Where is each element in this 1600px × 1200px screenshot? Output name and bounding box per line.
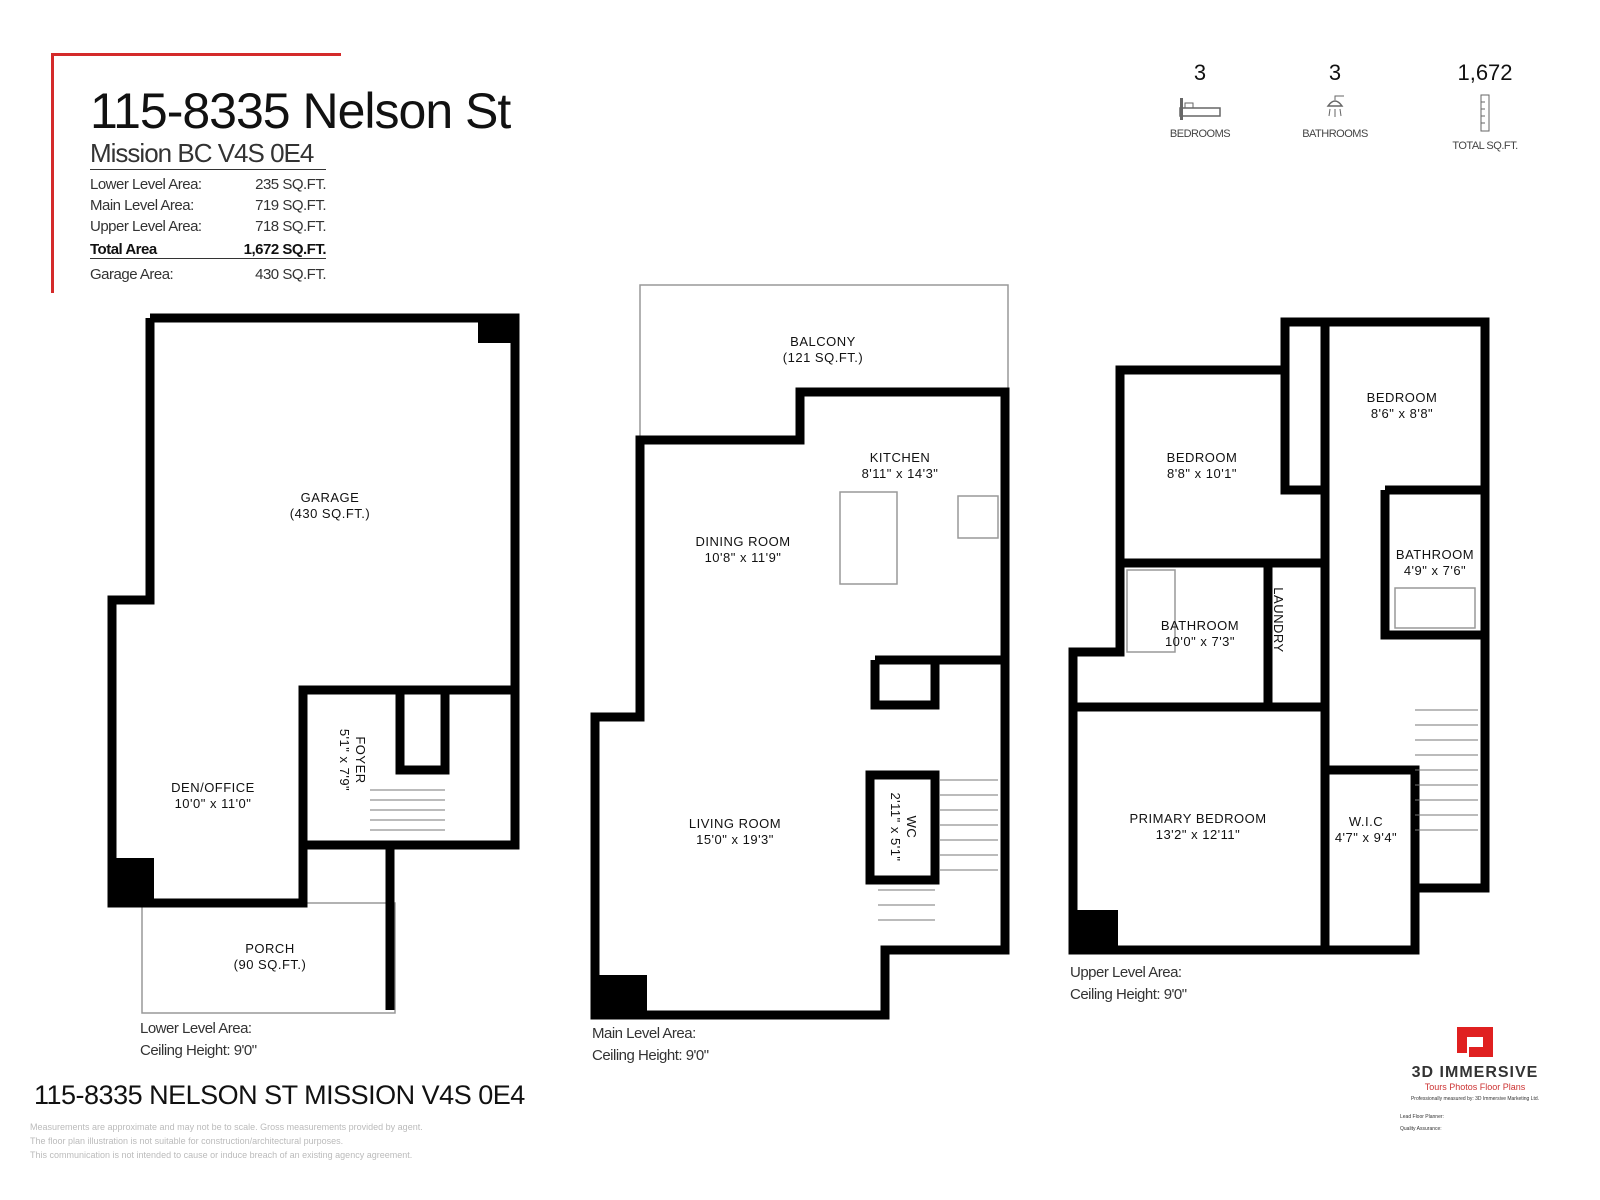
area-value: 1,672 SQ.FT. <box>243 241 327 258</box>
stat-total-sqft: 1,672 TOTAL SQ.FT. <box>1430 60 1540 152</box>
area-value: 718 SQ.FT. <box>255 218 326 235</box>
stat-bedrooms: 3 BEDROOMS <box>1145 60 1255 140</box>
accent-line <box>51 53 54 293</box>
room-label-porch: PORCH(90 SQ.FT.) <box>233 941 307 972</box>
brand-tagline: Tours Photos Floor Plans <box>1424 1082 1526 1092</box>
stat-value: 3 <box>1328 60 1342 85</box>
area-label: Total Area <box>90 241 157 258</box>
stairs <box>370 709 1478 921</box>
area-value: 719 SQ.FT. <box>255 197 326 214</box>
walls <box>107 313 1490 1020</box>
area-row: Garage Area: 430 SQ.FT. <box>90 266 326 283</box>
disclaimer-line: The floor plan illustration is not suita… <box>30 1136 344 1146</box>
upper-level-caption: Upper Level Area:Ceiling Height: 9'0" <box>1070 964 1187 1003</box>
stat-value: 3 <box>1193 60 1207 85</box>
brand-logo-icon <box>1457 1027 1493 1057</box>
area-row: Lower Level Area: 235 SQ.FT. <box>90 176 326 193</box>
stat-value: 1,672 <box>1457 60 1513 85</box>
stove <box>957 495 999 539</box>
area-label: Main Level Area: <box>90 197 194 214</box>
area-row: Main Level Area: 719 SQ.FT. <box>90 197 326 214</box>
area-label: Upper Level Area: <box>90 218 202 235</box>
stat-label: TOTAL SQ.FT. <box>1452 140 1518 152</box>
bed-icon <box>1179 98 1221 120</box>
room-label-balcony: BALCONY(121 SQ.FT.) <box>782 334 864 365</box>
area-row: Upper Level Area: 718 SQ.FT. <box>90 218 326 235</box>
brand-lead: Lead Floor Planner: <box>1400 1114 1444 1120</box>
balcony-outline <box>639 284 1009 440</box>
accent-line-top <box>51 53 341 56</box>
stat-bathrooms: 3 BATHROOMS <box>1280 60 1390 140</box>
main-level-caption: Main Level Area:Ceiling Height: 9'0" <box>592 1025 709 1064</box>
area-value: 235 SQ.FT. <box>255 176 326 193</box>
brand-credit: Professionally measured by: 3D Immersive… <box>1410 1096 1540 1102</box>
area-label: Garage Area: <box>90 266 174 283</box>
lower-level-walls <box>107 313 520 1010</box>
main-level-walls <box>590 387 1010 1020</box>
room-label-garage: GARAGE(430 SQ.FT.) <box>289 490 371 521</box>
page-title: 115-8335 Nelson St <box>90 83 511 139</box>
area-row-total: Total Area 1,672 SQ.FT. <box>90 241 327 259</box>
lower-level-caption: Lower Level Area:Ceiling Height: 9'0" <box>140 1020 257 1059</box>
bathtub <box>1394 587 1476 629</box>
stat-label: BATHROOMS <box>1302 128 1368 140</box>
brand-block: 3D IMMERSIVE Tours Photos Floor Plans Pr… <box>1400 1025 1550 1132</box>
area-value: 430 SQ.FT. <box>255 266 326 283</box>
shower-icon <box>1326 95 1344 117</box>
disclaimer-line: This communication is not intended to ca… <box>30 1150 413 1160</box>
footer-address: 115-8335 NELSON ST MISSION V4S 0E4 <box>34 1080 525 1110</box>
room-label-laundry: LAUNDRY <box>1271 587 1286 653</box>
stat-label: BEDROOMS <box>1169 128 1231 140</box>
area-label: Lower Level Area: <box>90 176 202 193</box>
brand-qa: Quality Assurance: <box>1400 1126 1442 1132</box>
page-subtitle: Mission BC V4S 0E4 <box>90 138 326 170</box>
shower <box>1126 569 1176 653</box>
brand-name: 3D IMMERSIVE <box>1411 1064 1539 1081</box>
disclaimer-line: Measurements are approximate and may not… <box>30 1122 423 1132</box>
ruler-icon <box>1480 94 1490 132</box>
kitchen-island <box>839 491 898 585</box>
columns <box>112 318 1118 1015</box>
